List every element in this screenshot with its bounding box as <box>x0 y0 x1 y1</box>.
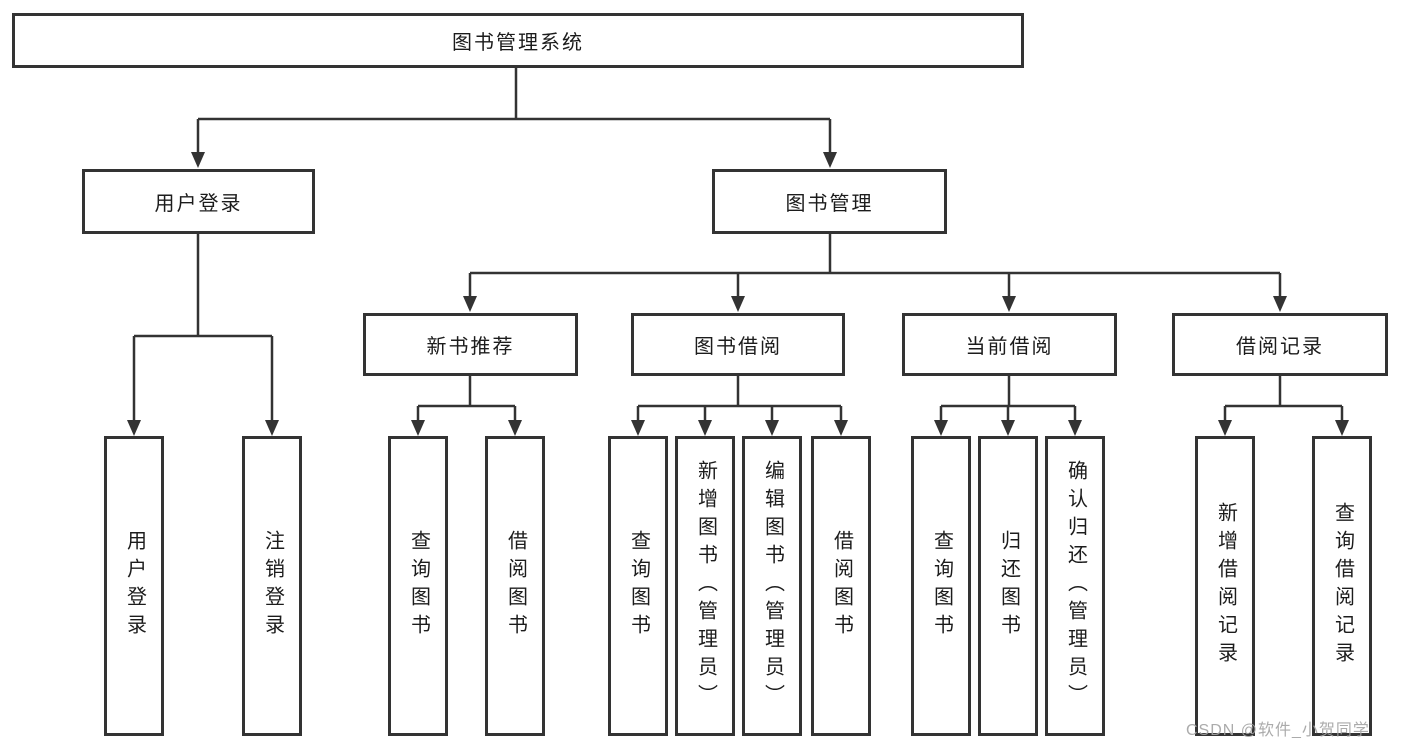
node-label: 图书管理 <box>785 193 874 215</box>
node-add-book-admin: 新增图书（管理员） <box>675 436 735 736</box>
node-label: 查询图书 <box>930 530 953 642</box>
node-user-login: 用户登录 <box>82 169 315 234</box>
node-label: 借阅图书 <box>504 530 527 642</box>
node-borrowing-records: 借阅记录 <box>1172 313 1388 376</box>
node-label: 归还图书 <box>997 530 1020 642</box>
node-label: 查询借阅记录 <box>1331 502 1354 670</box>
node-logout: 注销登录 <box>242 436 302 736</box>
node-user-login-leaf: 用户登录 <box>104 436 164 736</box>
node-current-borrowing: 当前借阅 <box>902 313 1117 376</box>
node-label: 借阅图书 <box>830 530 853 642</box>
node-label: 当前借阅 <box>965 336 1054 358</box>
node-label: 图书管理系统 <box>452 32 584 54</box>
node-label: 图书借阅 <box>694 336 782 358</box>
node-query-books-current: 查询图书 <box>911 436 971 736</box>
node-label: 查询图书 <box>407 530 430 642</box>
node-confirm-return-admin: 确认归还（管理员） <box>1045 436 1105 736</box>
node-label: 注销登录 <box>261 530 284 642</box>
node-label: 用户登录 <box>154 193 243 215</box>
node-new-book-recommendation: 新书推荐 <box>363 313 578 376</box>
node-query-borrow-record: 查询借阅记录 <box>1312 436 1372 736</box>
node-query-books-newbook: 查询图书 <box>388 436 448 736</box>
node-label: 编辑图书（管理员） <box>761 460 784 712</box>
node-label: 借阅记录 <box>1236 336 1324 358</box>
node-return-book: 归还图书 <box>978 436 1038 736</box>
node-label: 确认归还（管理员） <box>1064 460 1087 712</box>
node-library-management-system: 图书管理系统 <box>12 13 1024 68</box>
node-add-borrow-record: 新增借阅记录 <box>1195 436 1255 736</box>
node-edit-book-admin: 编辑图书（管理员） <box>742 436 802 736</box>
node-label: 新增图书（管理员） <box>694 460 717 712</box>
node-borrow-books-newbook: 借阅图书 <box>485 436 545 736</box>
node-label: 用户登录 <box>123 530 146 642</box>
node-label: 新书推荐 <box>426 336 515 358</box>
node-borrow-books-leaf: 借阅图书 <box>811 436 871 736</box>
node-book-management: 图书管理 <box>712 169 947 234</box>
node-book-borrowing: 图书借阅 <box>631 313 845 376</box>
node-label: 新增借阅记录 <box>1214 502 1237 670</box>
node-label: 查询图书 <box>627 530 650 642</box>
watermark: CSDN @软件_小贺同学 <box>1186 722 1370 739</box>
node-query-books-borrow: 查询图书 <box>608 436 668 736</box>
